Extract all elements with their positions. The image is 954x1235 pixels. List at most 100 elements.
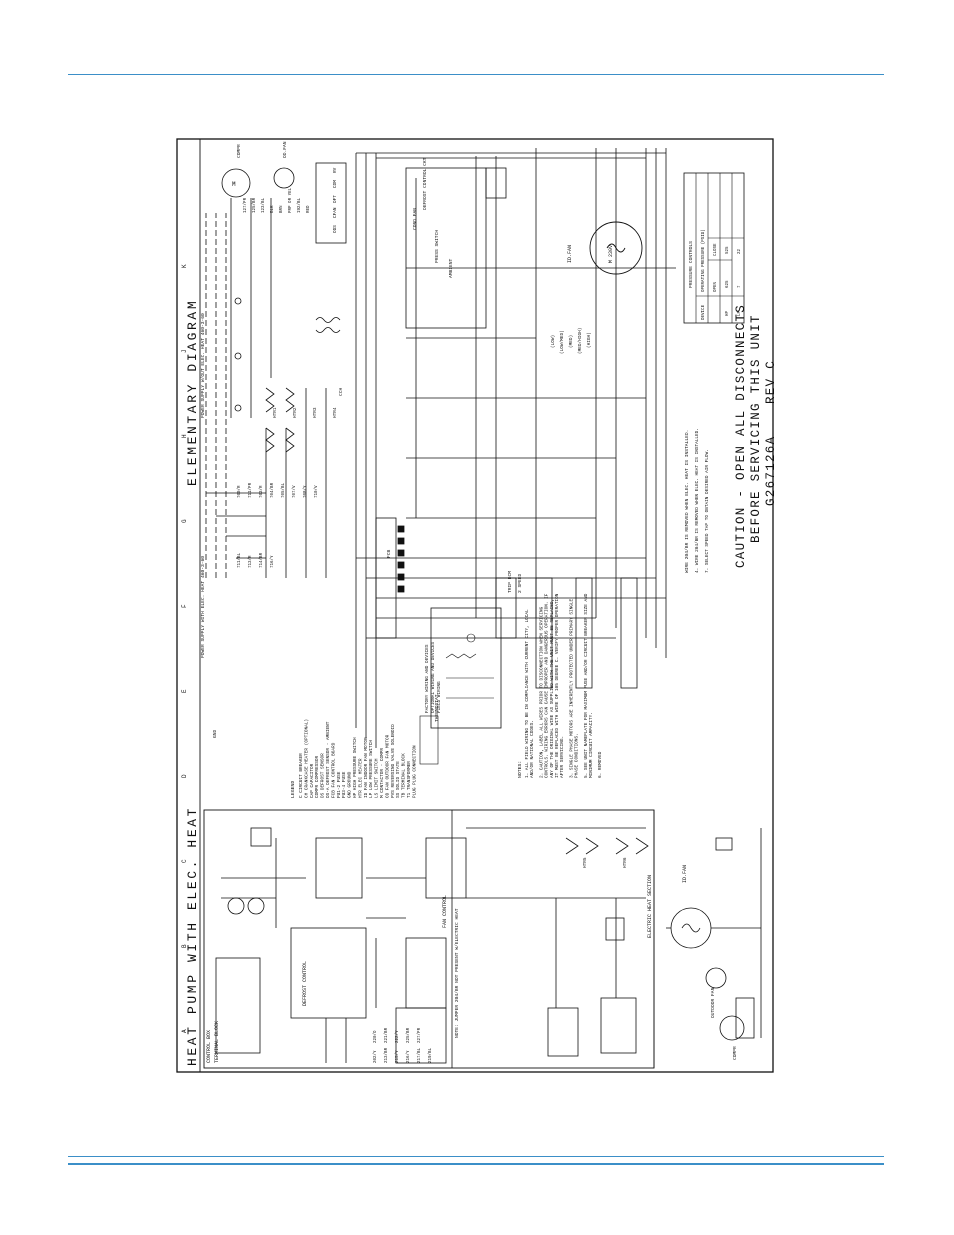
footer-rule: [68, 1156, 884, 1165]
wiring-key-entry: OPTIONAL WIRING AND DEVICES: [431, 641, 436, 713]
fan-speed-tap: (LOW): [551, 335, 556, 348]
column-letter: K: [181, 264, 188, 268]
gnd-label: GND: [212, 729, 218, 738]
wire-label: BRN: [280, 205, 284, 213]
wire-label: 217/BL: [417, 1047, 422, 1063]
wire-label: 710/V: [314, 485, 319, 498]
pressure-table-header-close: CLOSE: [714, 243, 718, 256]
main-wiring: M: [205, 148, 676, 748]
header-rule: [68, 74, 884, 75]
wire-label: 711/BL: [237, 552, 242, 568]
block-label: COM: [333, 180, 338, 188]
thermostat-label: THERMOSTAT: [434, 694, 440, 722]
control-box-components: [215, 827, 467, 1064]
diagram-subtitle: HEAT PUMP WITH ELEC. HEAT: [185, 806, 200, 1066]
legend-entry: M CONTACTOR - COMPR: [380, 748, 385, 798]
defrost-control-label: DEFROST CONTROL: [302, 961, 308, 1006]
drawing-number: G267126A: [764, 436, 774, 506]
column-letter: A: [181, 1029, 188, 1033]
legend-entry: T1 TRANSFORMER: [407, 761, 412, 798]
fan-speed-tap: (LOW/MED): [560, 330, 565, 354]
pressure-row-lp-device: LP: [738, 310, 742, 316]
legend-entry: FU1-2 FUSE: [337, 771, 342, 798]
trip-ecm-label: TRIP ECM: [507, 571, 513, 593]
legend-entry: CAP CAPACITOR: [310, 763, 315, 798]
pressure-row-hp-device: HP: [726, 310, 730, 316]
heater-label: HTR6: [623, 857, 628, 868]
wiring-key-entry: FIELD WIRING: [437, 681, 442, 713]
legend-entry: DS-A DEFROST SENSOR - AMBIENT: [326, 721, 331, 798]
legend-entry: HTR ELEC HEATER: [358, 758, 363, 798]
legend-entry: SS SOLID STATE: [396, 761, 401, 798]
legend-entry: GND GROUND: [348, 771, 353, 798]
legend-entry: FU3-4 FUSE: [342, 771, 347, 798]
wire-label: BLK: [271, 205, 275, 213]
wire-label: 216/Y: [406, 1050, 411, 1063]
terminal-block-label: TERMINAL BLOCK: [214, 1021, 220, 1063]
block-label: RV: [333, 167, 338, 173]
legend-entry: TB TERMINAL BLOCK: [402, 753, 407, 798]
wire-label: 700/R: [237, 485, 242, 498]
wire-label: 704/BR: [270, 482, 275, 498]
wiring-diagram: HEAT PUMP WITH ELEC. HEAT ELEMENTARY DIA…: [176, 138, 774, 1073]
sheet-border: [176, 138, 774, 1073]
legend-entry: OD FAN OUTDOOR FAN MOTOR: [385, 734, 390, 798]
wire-label: 221/BR: [384, 1027, 389, 1043]
pressure-table-header-operating: OPERATING PRESSURE (PSIG): [701, 229, 706, 292]
cch-label: CCH: [338, 387, 344, 396]
motor-label: M 230V: [608, 245, 614, 263]
pressure-row-lp-open: 7: [738, 285, 742, 288]
note-entry: 2. CAUTION, LABEL ALL WIRES PRIOR TO DIS…: [539, 593, 565, 778]
fan-speed-tap: (HIGH): [587, 332, 592, 348]
defrost-control-ckt-label: DEFROST CONTROL CKT: [422, 157, 428, 210]
power-supply-with-heat: POWER SUPPLY WITH ELEC. HEAT 460-3-60: [200, 556, 206, 658]
wire-label: PRP OR YEL: [289, 187, 293, 213]
wiring-diagram-sheet: HEAT PUMP WITH ELEC. HEAT ELEMENTARY DIA…: [176, 138, 774, 1073]
notes: NOTES:1. ALL FIELD WIRING TO BE IN COMPL…: [517, 428, 710, 778]
caution-line-1: CAUTION - OPEN ALL DISCONNECTS: [734, 304, 748, 568]
wire-label: 222/Y: [395, 1030, 400, 1043]
revision-label: REV C: [764, 360, 774, 404]
caution-line-2: BEFORE SERVICING THIS UNIT: [749, 314, 763, 543]
column-letter: E: [181, 689, 188, 693]
column-letter: D: [181, 774, 188, 778]
heater-label: HTR4: [333, 407, 338, 418]
electric-heat-section-label: ELECTRIC HEAT SECTION: [647, 875, 653, 938]
wire-label: RED: [307, 205, 311, 213]
wire-label: 202/Y: [373, 1050, 378, 1063]
column-letter: B: [181, 944, 188, 948]
block-label: DFT: [333, 195, 338, 203]
column-letter: G: [181, 519, 188, 523]
outdoor-fan-label: OUTDOOR FAN: [710, 987, 716, 1018]
diagram-title: ELEMENTARY DIAGRAM: [185, 299, 200, 486]
fcb-label: FCB: [386, 549, 392, 558]
id-fan-motor: [589, 221, 643, 275]
wire-label: 713/R: [248, 555, 253, 568]
two-speed-label: 2 SPEED: [517, 573, 523, 593]
control-box-label: CONTROL BOX: [206, 1030, 212, 1063]
column-letter: J: [181, 349, 188, 353]
wire-label: 225/BR: [406, 1027, 411, 1043]
fan-speed-tap: (MED): [569, 335, 574, 348]
id-fan-label-lower: ID.FAN: [682, 865, 688, 883]
heater-label: HTR3: [313, 407, 318, 418]
ambient-label: AMBIENT: [448, 258, 454, 278]
legend-entry: ID FAN INDOOR FAN MOTOR: [364, 737, 369, 798]
press-switch-label: PRESS SWITCH: [434, 230, 440, 263]
wire-label: 220/O: [373, 1030, 378, 1043]
cond-fan-label: COND FAN: [412, 208, 418, 230]
legend-entry: PLUG PLUG CONNECTION: [412, 745, 417, 798]
svg-text:M: M: [232, 181, 236, 188]
thermostat-box: [430, 607, 502, 729]
wire-label: 708/Y: [303, 485, 308, 498]
electric-heat-components: [466, 827, 649, 1057]
compr-label: COMPR: [236, 144, 242, 158]
wire-label: 707/V: [292, 485, 297, 498]
legend-entry: COMPR COMPRESSOR: [315, 755, 320, 798]
